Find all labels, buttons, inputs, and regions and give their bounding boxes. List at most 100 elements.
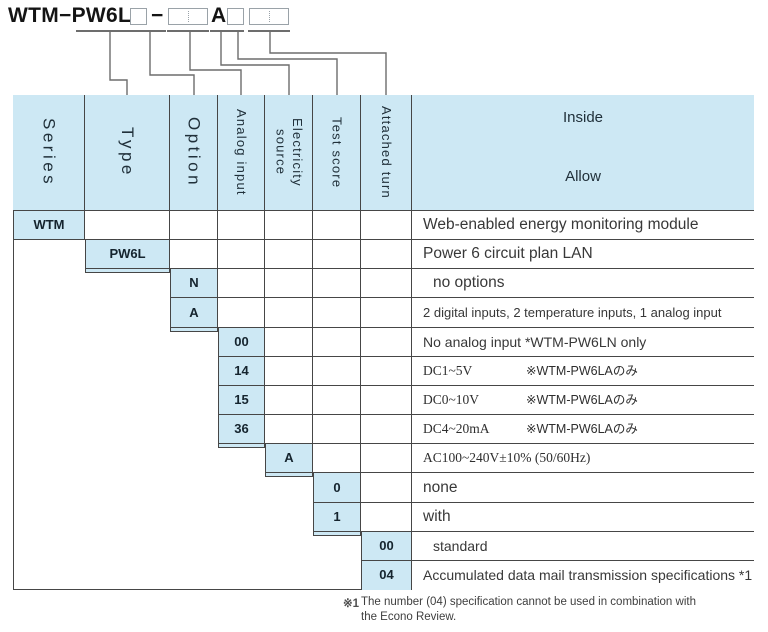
model-infix-a: A — [211, 4, 227, 27]
cell-overhang — [313, 532, 361, 536]
model-underline — [227, 30, 244, 32]
description-cell: with — [412, 503, 754, 532]
header-label: Series — [39, 117, 59, 188]
attached-turn-digit-box — [249, 8, 289, 25]
empty-cell — [265, 357, 313, 386]
header-cell-attached-turn: Attached turn — [361, 95, 412, 211]
footnote-marker: ※1 — [343, 598, 360, 610]
empty-cell — [265, 240, 313, 269]
description-cell: Accumulated data mail transmission speci… — [412, 561, 754, 590]
header-label: Type — [118, 127, 137, 178]
spec-value: DC0~10V — [423, 392, 480, 407]
model-underline — [167, 30, 209, 32]
empty-cell — [313, 298, 361, 328]
spec-value: AC100~240V±10% (50/60Hz) — [423, 450, 591, 465]
code-cell-00: 00 — [361, 532, 412, 561]
applicability-note: ※WTM-PW6LAのみ — [526, 364, 638, 378]
allow-label: Allow — [565, 168, 601, 185]
empty-cell — [85, 211, 170, 240]
code-cell-36: 36 — [218, 415, 265, 444]
empty-cell — [265, 269, 313, 298]
empty-cell — [361, 269, 412, 298]
empty-cell — [313, 357, 361, 386]
empty-cell — [361, 240, 412, 269]
header-label: Attached turn — [379, 106, 395, 199]
empty-cell — [361, 298, 412, 328]
empty-cell — [218, 211, 265, 240]
header-cell-test-score: Test score — [313, 95, 361, 211]
description-cell: no options — [412, 269, 754, 298]
empty-cell — [218, 269, 265, 298]
empty-cell — [313, 444, 361, 473]
header-label: Electricity source — [273, 118, 305, 187]
empty-cell — [265, 415, 313, 444]
empty-cell — [265, 328, 313, 357]
cell-overhang — [85, 269, 170, 273]
model-underline — [248, 30, 290, 32]
empty-cell — [313, 269, 361, 298]
empty-cell — [361, 357, 412, 386]
header-label: Analog input — [234, 109, 250, 196]
applicability-note: ※WTM-PW6LAのみ — [526, 393, 638, 407]
empty-cell — [218, 240, 265, 269]
footnote-line2: the Econo Review. — [361, 611, 457, 623]
header-cell-option: Option — [170, 95, 218, 211]
code-cell-04: 04 — [361, 561, 412, 590]
empty-cell — [361, 211, 412, 240]
analog-input-digit-box — [168, 8, 208, 25]
model-dash: − — [151, 4, 164, 27]
empty-cell — [313, 240, 361, 269]
header-cell-type: Type — [85, 95, 170, 211]
code-cell-a: A — [265, 444, 313, 473]
description-cell: standard — [412, 532, 754, 561]
empty-cell — [361, 386, 412, 415]
empty-cell — [361, 444, 412, 473]
empty-cell — [313, 211, 361, 240]
header-cell-analog-input: Analog input — [218, 95, 265, 211]
code-cell-pw6l: PW6L — [85, 240, 170, 269]
code-cell-1: 1 — [313, 503, 361, 532]
empty-cell — [170, 240, 218, 269]
empty-cell — [361, 503, 412, 532]
code-cell-15: 15 — [218, 386, 265, 415]
empty-cell — [265, 298, 313, 328]
description-cell: Web-enabled energy monitoring module — [412, 211, 754, 240]
empty-cell — [265, 211, 313, 240]
empty-cell — [170, 211, 218, 240]
model-underline — [130, 30, 166, 32]
description-cell: none — [412, 473, 754, 503]
spec-value: DC4~20mA — [423, 421, 490, 436]
model-underline — [76, 30, 140, 32]
code-cell-14: 14 — [218, 357, 265, 386]
code-cell-n: N — [170, 269, 218, 298]
code-cell-00: 00 — [218, 328, 265, 357]
empty-cell — [265, 386, 313, 415]
model-underline — [210, 30, 227, 32]
description-cell: AC100~240V±10% (50/60Hz) — [412, 444, 754, 473]
applicability-note: ※WTM-PW6LAのみ — [526, 422, 638, 436]
description-cell: No analog input *WTM-PW6LN only — [412, 328, 754, 357]
code-cell-0: 0 — [313, 473, 361, 503]
header-cell-series: Series — [13, 95, 85, 211]
test-score-digit-box — [227, 8, 244, 25]
empty-cell — [218, 298, 265, 328]
empty-cell — [313, 415, 361, 444]
description-cell: DC0~10V ※WTM-PW6LAのみ — [412, 386, 754, 415]
description-cell: 2 digital inputs, 2 temperature inputs, … — [412, 298, 754, 328]
description-cell: Power 6 circuit plan LAN — [412, 240, 754, 269]
empty-cell — [361, 328, 412, 357]
empty-cell — [361, 473, 412, 503]
option-digit-box — [130, 8, 147, 25]
cell-overhang — [218, 444, 265, 448]
header-label: Test score — [329, 116, 345, 189]
description-cell: DC1~5V※WTM-PW6LAのみ — [412, 357, 754, 386]
empty-cell — [313, 328, 361, 357]
empty-cell — [313, 386, 361, 415]
empty-cell — [361, 415, 412, 444]
model-prefix: WTM−PW6L — [8, 4, 132, 27]
header-label: Option — [184, 116, 204, 189]
code-cell-wtm: WTM — [13, 211, 85, 240]
